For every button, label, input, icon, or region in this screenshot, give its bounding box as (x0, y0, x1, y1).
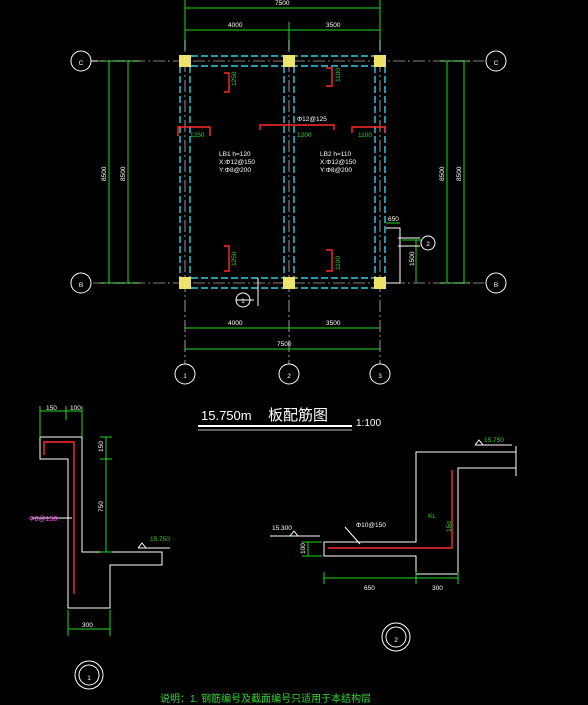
rebar-spec: Φ12@125 (297, 116, 327, 123)
d2-level-top: 15.750 (484, 437, 504, 444)
top-dimensions: 7500 4000 3500 (184, 0, 381, 50)
section-cut-1: 1 (235, 278, 259, 308)
rebar-mid-left: 1250 (190, 132, 205, 139)
axis-c-right: C (494, 60, 499, 67)
dim-top-right: 3500 (326, 22, 341, 29)
d1-dim-top-b: 100 (70, 405, 81, 412)
detail-1: 150 100 150 750 Φ8@150 15.750 300 1 (29, 405, 170, 690)
bottom-dimensions: 4000 3500 7500 (185, 320, 380, 350)
slab-plan: 7500 4000 3500 8500 8500 8500 8500 (70, 0, 507, 385)
d2-dim-small: 100 (300, 543, 307, 554)
dim-cantilever-h: 1500 (409, 251, 416, 266)
title-name: 板配筋图 (268, 406, 328, 424)
columns (179, 55, 386, 289)
slab-right-y: Y:Φ8@200 (320, 167, 352, 174)
dim-right-outer: 8500 (456, 166, 463, 181)
d2-rebar: Φ10@150 (356, 522, 386, 529)
axis-3: 3 (378, 373, 382, 380)
axis-b-left: B (79, 282, 83, 289)
d1-dim-bottom: 300 (82, 622, 93, 629)
rebar-bottom-left: 1250 (231, 251, 238, 266)
d1-level: 15.750 (150, 536, 170, 543)
top-rebar-marks: 1250 1100 1250 1200 Φ12@125 1100 1250 11… (177, 67, 386, 272)
slab-left-x: X:Φ12@150 (219, 159, 255, 166)
axis-1: 1 (183, 373, 187, 380)
axis-b-right: B (494, 282, 498, 289)
drawing-title: 15.750m 板配筋图 1:100 (198, 406, 381, 431)
axis-2: 2 (287, 373, 291, 380)
rebar-top-left: 1250 (231, 71, 238, 86)
section-tag-2: 2 (426, 241, 430, 248)
cantilever-mark: 650 1500 2 (386, 216, 436, 284)
dim-top-left: 4000 (228, 22, 243, 29)
slab-left-y: Y:Φ8@200 (219, 167, 251, 174)
rebar-bottom-mid: 1100 (335, 256, 342, 270)
dim-left-inner: 8500 (120, 166, 127, 181)
rebar-mid-center: 1200 (297, 132, 312, 139)
d1-label: 1 (87, 675, 91, 682)
beam-edges (179, 55, 386, 289)
dim-bottom-left: 4000 (228, 320, 243, 327)
note-text: 说明：1. 钢筋编号及截面编号只适用于本结构层 (160, 692, 371, 705)
slab-left-name: LB1 h=120 (219, 151, 251, 158)
slab-label-right: LB2 h=110 X:Φ12@150 Y:Φ8@200 (320, 151, 356, 174)
d2-beam: KL (428, 513, 436, 520)
dim-cantilever-w: 650 (388, 216, 399, 223)
d2-anchor: 15d (446, 521, 453, 532)
rebar-top-mid: 1100 (335, 68, 342, 82)
dim-top-total: 7500 (275, 0, 290, 7)
d1-dim-side-a: 150 (98, 441, 105, 452)
dim-bottom-right: 3500 (326, 320, 341, 327)
d2-level-bottom: 15.300 (272, 525, 292, 532)
slab-right-name: LB2 h=110 (320, 151, 352, 158)
dim-right-inner: 8500 (439, 166, 446, 181)
slab-label-left: LB1 h=120 X:Φ12@150 Y:Φ8@200 (219, 151, 255, 174)
d2-dim-right: 300 (432, 585, 443, 592)
axis-bubbles: C C B B 1 2 3 (70, 50, 507, 385)
dim-left-outer: 8500 (101, 166, 108, 181)
title-elevation: 15.750m (201, 408, 252, 423)
slab-right-x: X:Φ12@150 (320, 159, 356, 166)
right-dimensions: 8500 8500 (439, 60, 470, 284)
d2-dim-left: 650 (364, 585, 375, 592)
d1-rebar: Φ8@150 (29, 516, 57, 523)
section-tag-1: 1 (241, 298, 245, 305)
left-dimensions: 8500 8500 (100, 60, 140, 284)
d1-dim-top-a: 150 (46, 405, 57, 412)
title-scale: 1:100 (356, 418, 381, 429)
d1-dim-side-b: 750 (98, 501, 105, 512)
grid-center-lines (93, 40, 484, 364)
axis-c-left: C (79, 60, 84, 67)
d2-label: 2 (394, 637, 398, 644)
dim-bottom-total: 7500 (277, 341, 292, 348)
rebar-mid-right: 1100 (358, 132, 372, 139)
detail-2: 15.750 15.300 100 Φ10@150 KL 15d 650 300… (270, 437, 517, 652)
